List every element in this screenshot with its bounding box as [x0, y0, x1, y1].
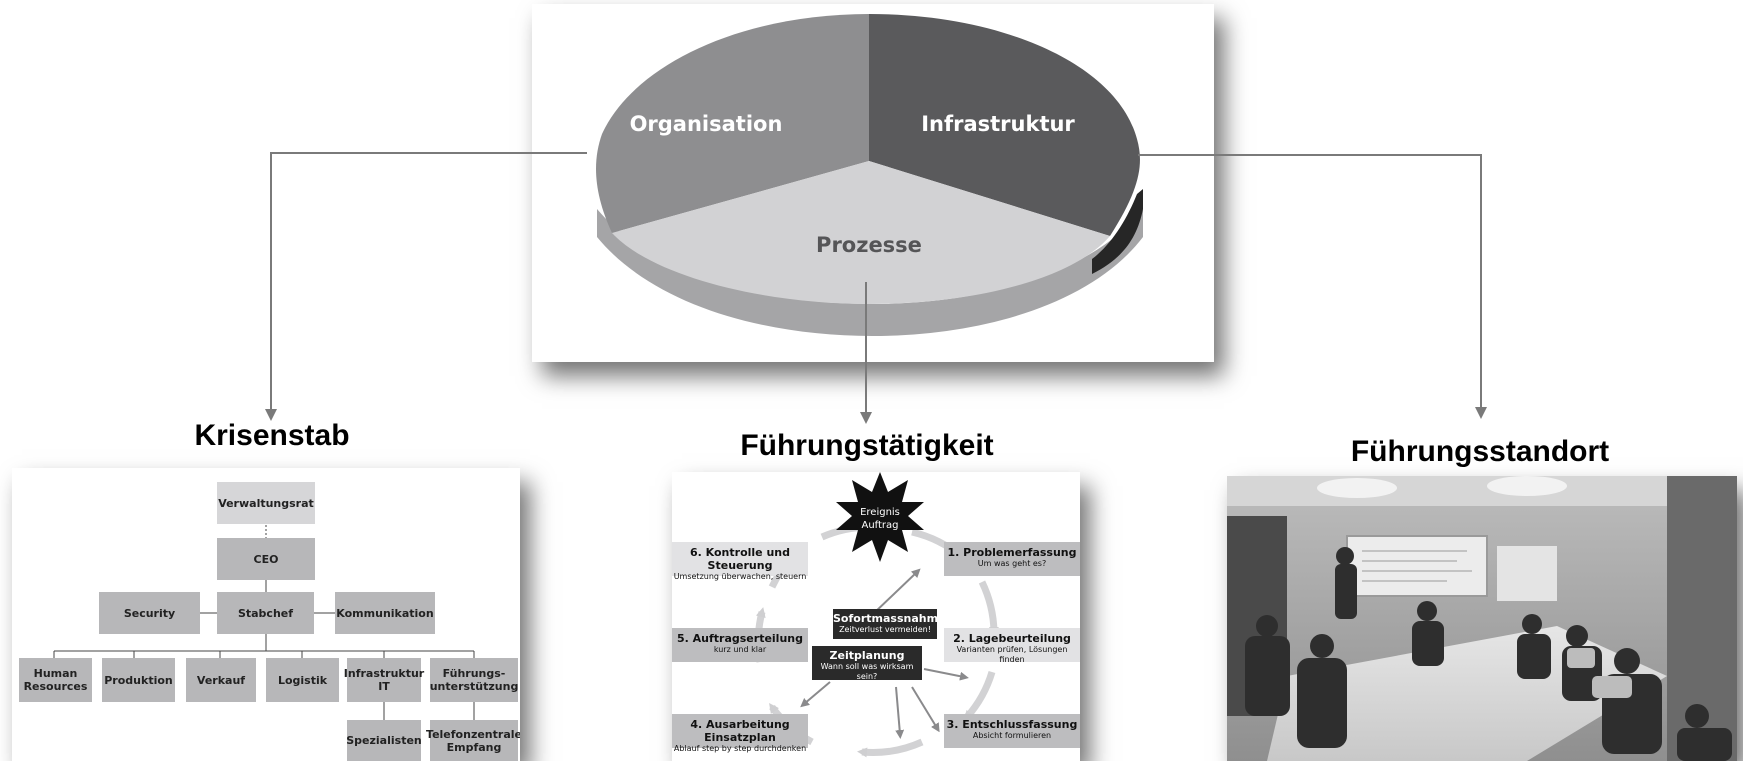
org-chart-lines [53, 525, 475, 720]
cycle-step-3-title: 3. Entschlussfassung [946, 718, 1078, 731]
org-box-produktion: Produktion [102, 658, 175, 702]
org-box-verwaltungsrat: Verwaltungsrat [217, 482, 315, 524]
sofortmassnahmen-title: Sofortmassnahmen [833, 612, 954, 625]
cycle-step-6-title: 6. Kontrolle und Steuerung [690, 546, 790, 572]
cycle-step-2-sub: Varianten prüfen, Lösungen finden [956, 645, 1068, 664]
cycle-step-6: 6. Kontrolle und Steuerung Umsetzung übe… [672, 542, 808, 581]
pie-chart: Organisation Infrastruktur Prozesse [596, 14, 1143, 336]
cycle-step-5-sub: kurz und klar [713, 645, 767, 654]
org-box-security: Security [99, 592, 200, 634]
org-box-kommunikation: Kommunikation [335, 592, 435, 634]
pie-side-dark [1092, 189, 1143, 274]
sofortmassnahmen-box: Sofortmassnahmen Zeitverlust vermeiden! [833, 609, 954, 639]
org-box-logistik: Logistik [266, 658, 339, 702]
pie-slice-infrastruktur [869, 14, 1140, 236]
cycle-step-2-title: 2. Lagebeurteilung [953, 632, 1071, 645]
cycle-step-4-sub: Ablauf step by step durchdenken [673, 744, 807, 753]
cycle-step-6-sub: Umsetzung überwachen, steuern [673, 572, 807, 581]
org-box-fuehrungsunterstuetzung: Führungs- unterstützung [430, 658, 518, 702]
pie-label-infrastruktur: Infrastruktur [921, 112, 1075, 136]
cycle-step-5-title: 5. Auftragserteilung [676, 632, 803, 645]
cycle-step-3-sub: Absicht formulieren [972, 731, 1052, 740]
zeitplanung-title: Zeitplanung [829, 649, 905, 662]
cycle-step-4: 4. Ausarbeitung Einsatzplan Ablauf step … [672, 714, 808, 753]
pie-slice-prozesse [612, 161, 1110, 304]
org-box-ceo: CEO [217, 538, 315, 580]
org-box-verkauf: Verkauf [186, 658, 256, 702]
cycle-panel: Ereignis Auftrag 1. Problemerfassung Um … [672, 472, 1080, 761]
cycle-step-5: 5. Auftragserteilung kurz und klar [672, 628, 808, 662]
cycle-graphics: Ereignis Auftrag [754, 472, 999, 758]
pie-panel: Organisation Infrastruktur Prozesse [532, 4, 1214, 362]
cycle-step-1-sub: Um was geht es? [977, 559, 1047, 568]
org-box-infrastruktur-it: Infrastruktur IT [344, 658, 424, 702]
zeitplanung-sub: Wann soll was wirksam sein? [820, 662, 914, 681]
zeitplanung-box: Zeitplanung Wann soll was wirksam sein? [812, 646, 922, 681]
cycle-step-4-title: 4. Ausarbeitung Einsatzplan [690, 718, 790, 744]
heading-krisenstab: Krisenstab [194, 419, 350, 452]
pie-label-prozesse: Prozesse [816, 233, 922, 257]
meeting-room-photo [1227, 476, 1737, 761]
org-box-stabchef: Stabchef [217, 592, 314, 634]
org-box-human-resources: Human Resources [19, 658, 92, 702]
org-box-spezialisten: Spezialisten [346, 720, 422, 761]
pie-side [597, 209, 1143, 336]
cycle-step-1: 1. Problemerfassung Um was geht es? [944, 542, 1080, 576]
heading-fuehrungsstandort: Führungsstandort [1350, 435, 1610, 468]
org-chart-panel: Verwaltungsrat CEO Security Stabchef Kom… [12, 468, 520, 761]
heading-fuehrungstaetigkeit: Führungstätigkeit [740, 429, 994, 462]
cycle-step-1-title: 1. Problemerfassung [947, 546, 1077, 559]
pie-label-organisation: Organisation [630, 112, 783, 136]
sofortmassnahmen-sub: Zeitverlust vermeiden! [839, 625, 931, 634]
cycle-step-3: 3. Entschlussfassung Absicht formulieren [944, 714, 1080, 748]
meeting-room-photo-drawing [1227, 476, 1737, 761]
org-box-telefonzentrale: Telefonzentrale Empfang [426, 720, 520, 761]
pie-slice-organisation [596, 14, 869, 233]
ereignis-star [836, 472, 924, 562]
cycle-step-2: 2. Lagebeurteilung Varianten prüfen, Lös… [944, 628, 1080, 664]
auftrag-text: Auftrag [861, 520, 898, 531]
ereignis-text: Ereignis [860, 507, 900, 518]
